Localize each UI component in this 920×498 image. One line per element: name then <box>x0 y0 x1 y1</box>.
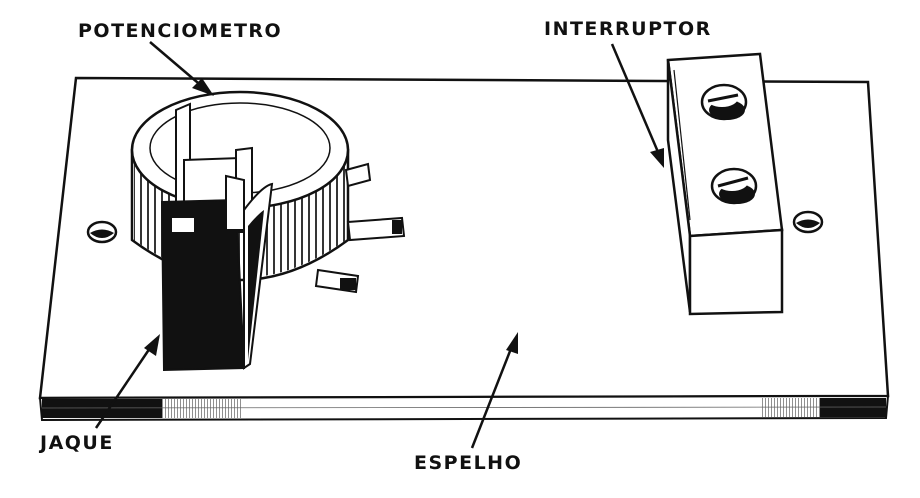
label-espelho: ESPELHO <box>414 452 523 474</box>
arrow-espelho <box>470 332 518 449</box>
label-potenciometro: POTENCIOMETRO <box>78 20 283 42</box>
label-interruptor: INTERRUPTOR <box>544 18 712 40</box>
arrow-jaque <box>94 334 160 429</box>
label-jaque: JAQUE <box>40 432 114 454</box>
arrow-potenciometro <box>149 41 214 96</box>
arrow-interruptor <box>610 43 664 168</box>
screw-top <box>700 83 748 121</box>
screw-bottom <box>710 167 758 205</box>
mounting-hole-left <box>86 220 118 244</box>
interruptor <box>666 52 784 316</box>
mounting-hole-right <box>792 210 824 234</box>
jaque <box>160 174 274 372</box>
